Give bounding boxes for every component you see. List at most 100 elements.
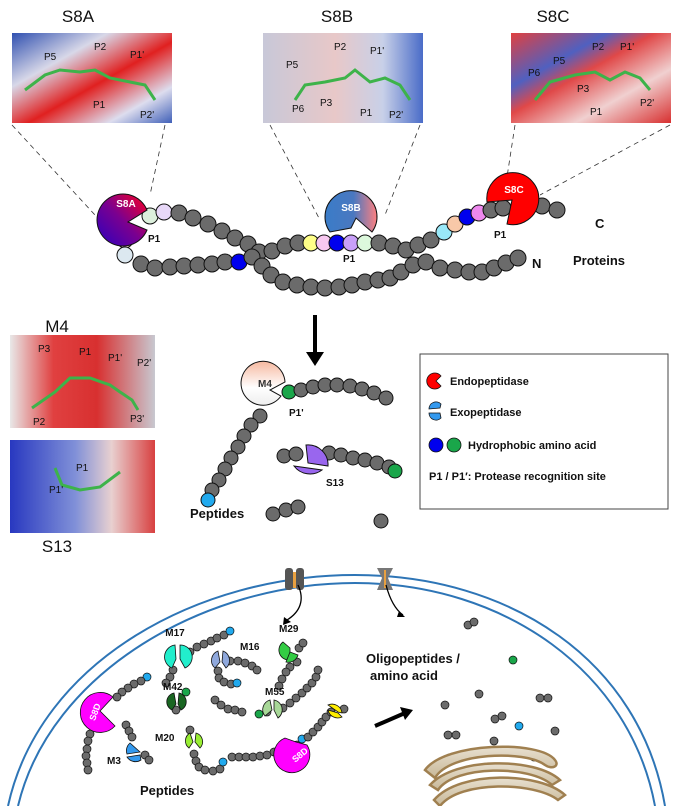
enzyme-s8b[interactable]: S8B P1 [324,190,378,265]
cell-contents [81,617,560,776]
free-amino-acid [451,730,461,740]
amino-acid-residue [216,700,226,710]
enzyme-m16[interactable]: M16 [211,642,260,669]
enzyme-label: M3 [107,756,121,767]
site-label: P1' [108,353,122,364]
site-label: P1 [148,234,161,245]
enzyme-m4[interactable]: M4 P1' [240,360,304,419]
enzyme-m29[interactable]: M29 [278,624,299,663]
amino-acid-residue [329,377,345,393]
amino-acid-residue [387,463,403,479]
enzyme-s8c[interactable]: S8C P1 [486,172,540,241]
amino-acid-residue [155,203,173,221]
exo-yellow-enzyme[interactable] [327,703,343,719]
proteins-label: Proteins [573,253,625,268]
panel-title: S8B [321,7,353,26]
enzyme-label: M17 [165,628,185,639]
amino-acid-residue [200,765,210,775]
exopeptidase-icon [428,401,442,410]
site-label: P1 [360,108,373,119]
amino-acid-residue [494,199,512,217]
free-amino-acid [543,693,553,703]
amino-acid-residue [274,681,284,691]
enzyme-s8d[interactable]: S8D [79,692,116,733]
enzyme-label: M29 [279,624,299,635]
surface-image [511,33,671,123]
amino-acid-residue [132,255,150,273]
amino-acid-residue [218,757,228,767]
amino-acid-residue [144,755,154,765]
site-label: P2' [140,110,154,121]
enzyme-s8a[interactable]: S8A P1 [96,193,161,247]
amino-acid-residue [210,695,220,705]
amino-acid-residue [291,693,301,703]
legend-label: Endopeptidase [450,376,529,388]
golgi-apparatus [423,745,567,806]
site-label: P3 [320,98,333,109]
site-label: P2 [33,417,46,428]
free-amino-acid [443,730,453,740]
site-label: P1' [130,50,144,61]
site-label: P1 [343,254,356,265]
amino-acid-residue [213,222,231,240]
oligopeptides-label: Oligopeptides / [366,651,460,666]
panel-title: S8A [62,7,95,26]
site-label: P2' [640,98,654,109]
peptide-stick [31,376,140,411]
peptides-label: Peptides [190,506,244,521]
peptides-label: Peptides [140,783,194,798]
site-label: P1 [494,230,507,241]
enzyme-s8d[interactable]: S8D [273,737,310,774]
cell-membrane [7,573,666,806]
amino-acid-residue [200,492,216,508]
site-label: P1' [49,485,63,496]
enzyme-m42[interactable]: M42 [163,682,187,711]
peptide-stick [24,68,157,101]
amino-acid-residue [219,630,229,640]
amino-acid-residue [243,417,259,433]
amino-acid-residue [422,231,440,249]
amino-acid-residue [161,678,171,688]
enzyme-label: M20 [155,733,175,744]
free-amino-acid [497,711,507,721]
site-label: P2 [334,42,347,53]
n-terminus-label: N [532,256,541,271]
amino-acid-residue [199,215,217,233]
amino-acid-residue [123,683,133,693]
site-label: P1' [289,408,304,419]
amino-acid-residue [373,513,389,529]
site-label: P5 [553,56,566,67]
amino-acid-residue [285,698,295,708]
free-amino-acid [550,726,560,736]
surface-image [10,440,155,533]
oligopeptides-label: amino acid [370,668,438,683]
protein-chain [116,194,566,297]
enzyme-m20[interactable]: M20 [155,732,203,749]
peptide-stage [200,377,403,529]
site-label: P6 [292,104,305,115]
amino-acid-residue [83,736,93,746]
site-label: P6 [528,68,541,79]
enzyme-label: S8C [504,185,523,196]
amino-acid-residue [509,249,527,267]
enzyme-m17[interactable]: M17 [164,628,193,669]
site-label: P5 [286,60,299,71]
amino-acid-residue [431,259,449,277]
down-arrow [306,315,324,366]
free-amino-acid [469,617,479,627]
peptide-stick [53,467,121,492]
amino-acid-residue [265,506,281,522]
amino-acid-residue [112,692,122,702]
enzyme-m3[interactable]: M3 [107,742,142,767]
enzyme-s13[interactable]: S13 [292,444,344,489]
amino-acid-residue [378,390,394,406]
enzyme-m55[interactable]: M55 [262,687,285,719]
amino-acid-residue [181,687,191,697]
amino-acid-residue [281,667,291,677]
legend-note: P1 / P1′: Protease recognition site [429,471,606,483]
panel-title: S13 [42,537,72,556]
enzyme-label: M42 [163,682,183,693]
free-amino-acid [535,693,545,703]
peptide-stick [533,70,652,101]
